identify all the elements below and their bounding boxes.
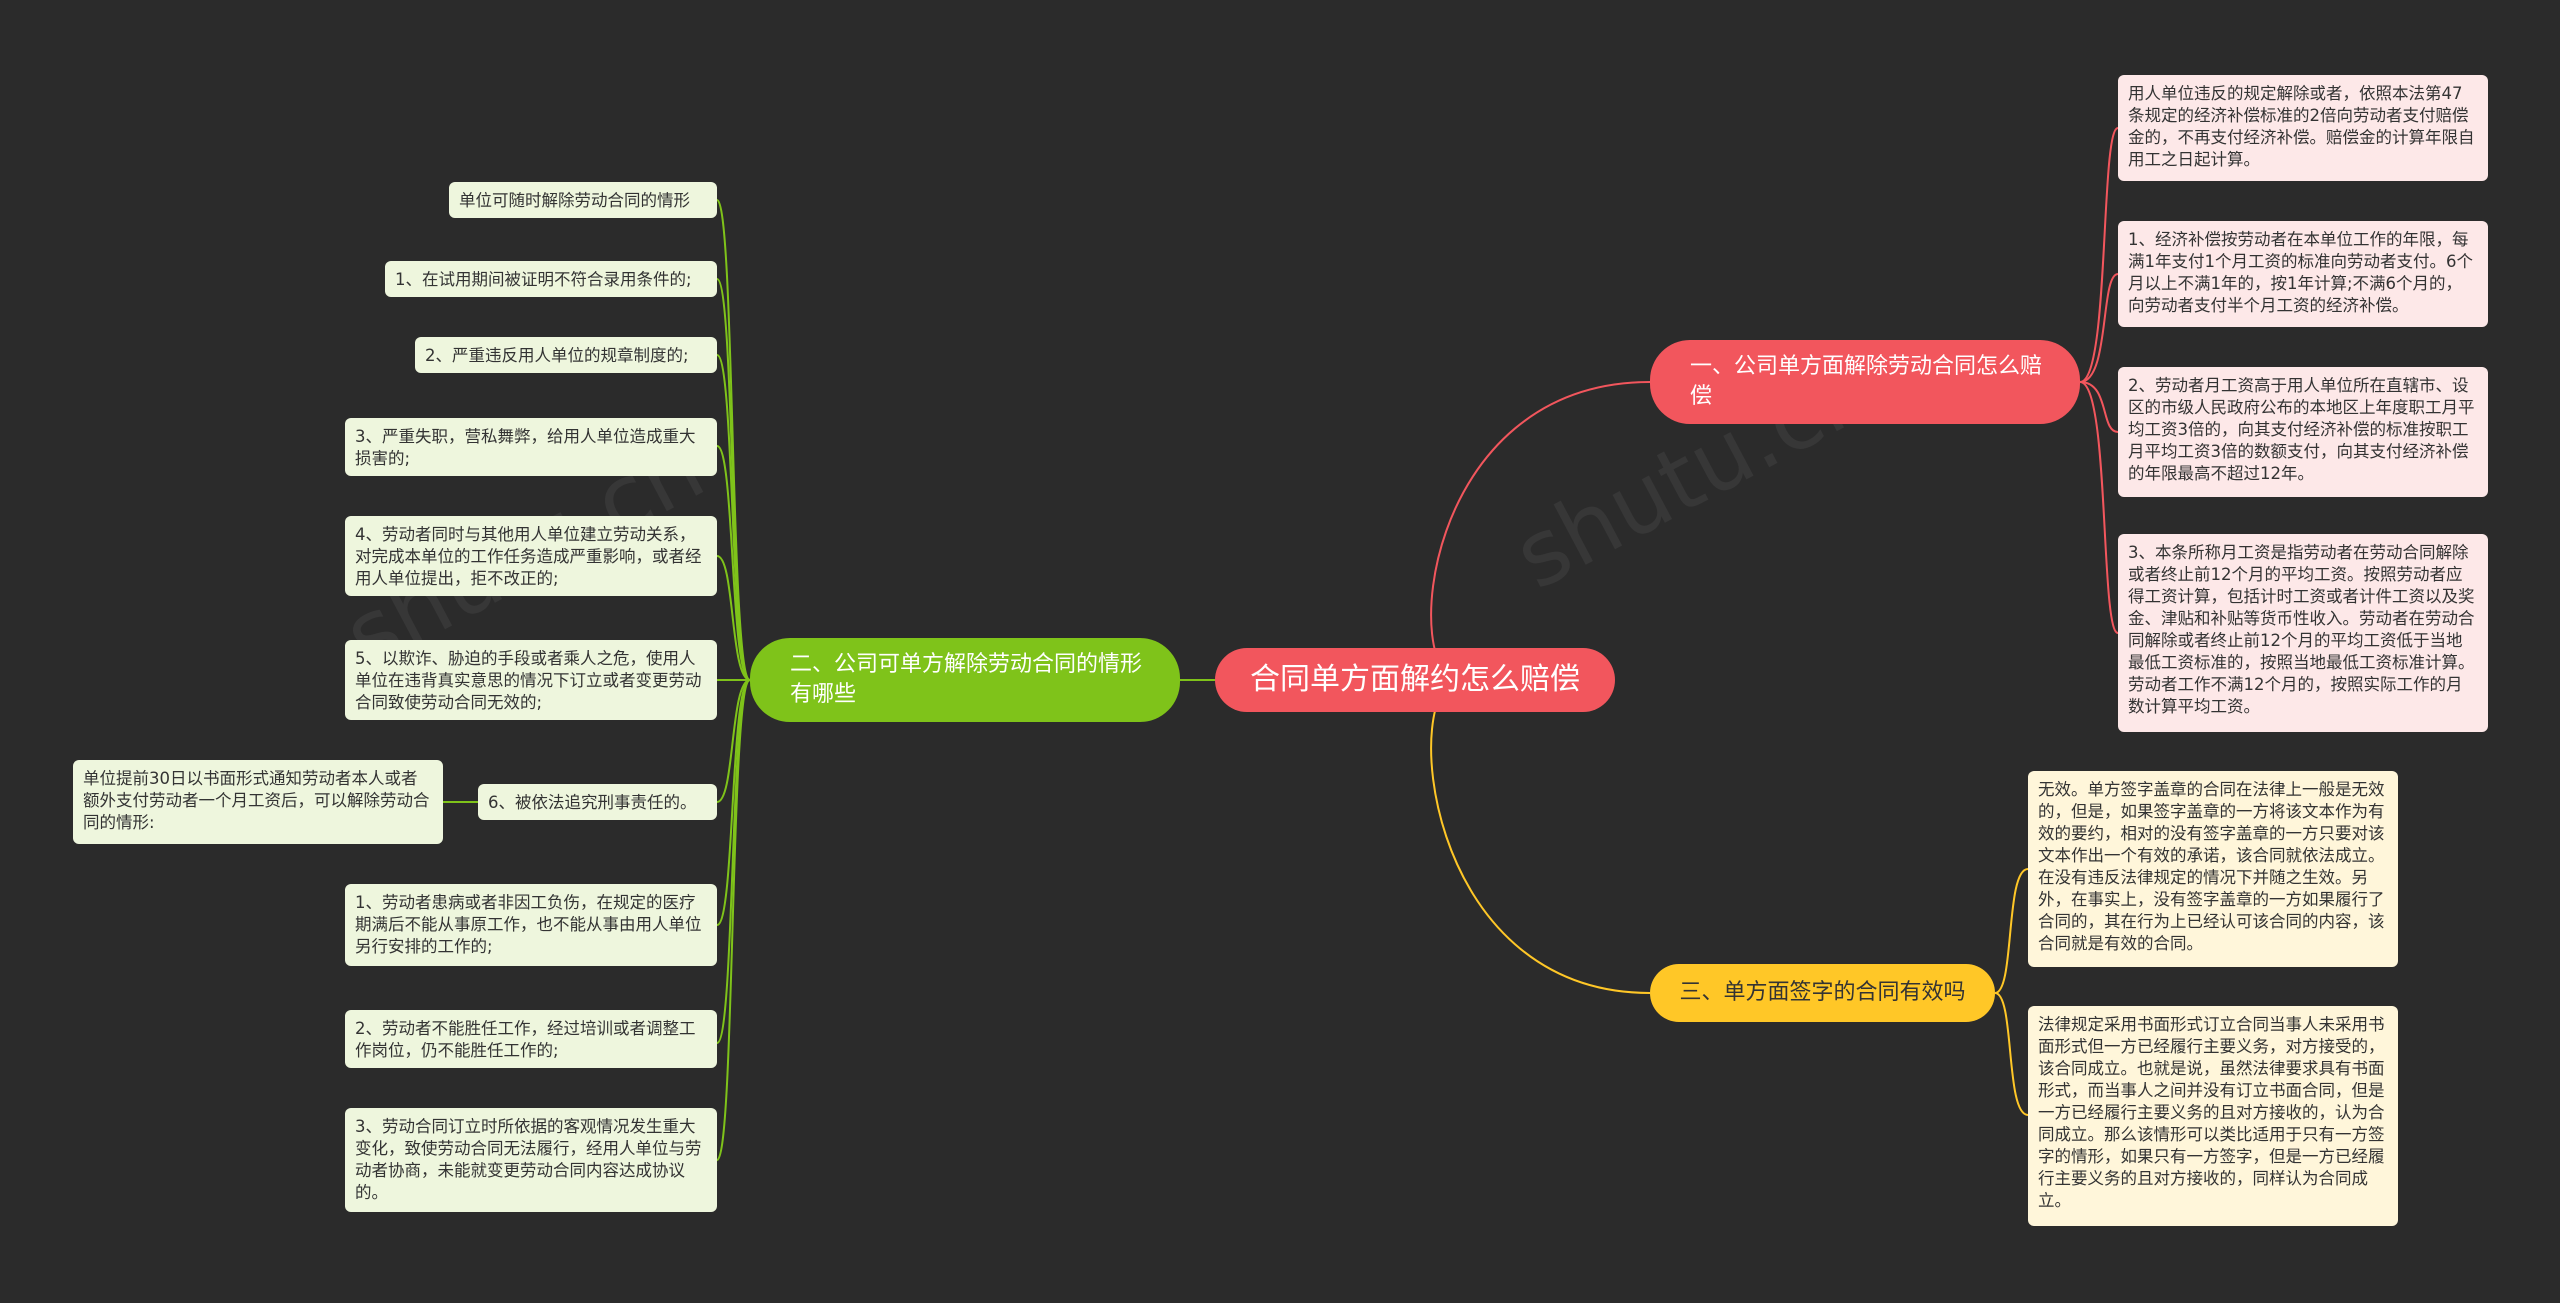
termination-item[interactable]: 3、劳动合同订立时所依据的客观情况发生重大变化，致使劳动合同无法履行，经用人单位… bbox=[345, 1108, 717, 1212]
termination-item[interactable]: 2、严重违反用人单位的规章制度的; bbox=[415, 337, 717, 373]
compensation-item[interactable]: 1、经济补偿按劳动者在本单位工作的年限，每满1年支付1个月工资的标准向劳动者支付… bbox=[2118, 221, 2488, 327]
compensation-item[interactable]: 用人单位违反的规定解除或者，依照本法第47条规定的经济补偿标准的2倍向劳动者支付… bbox=[2118, 75, 2488, 181]
signature-item[interactable]: 无效。单方签字盖章的合同在法律上一般是无效的，但是，如果签字盖章的一方将该文本作… bbox=[2028, 771, 2398, 967]
root-topic[interactable]: 合同单方面解约怎么赔偿 bbox=[1215, 648, 1615, 712]
termination-item[interactable]: 单位可随时解除劳动合同的情形 bbox=[449, 182, 717, 218]
termination-item[interactable]: 3、严重失职，营私舞弊，给用人单位造成重大损害的; bbox=[345, 418, 717, 476]
termination-sub-item[interactable]: 单位提前30日以书面形式通知劳动者本人或者额外支付劳动者一个月工资后，可以解除劳… bbox=[73, 760, 443, 844]
branch-compensation[interactable]: 一、公司单方面解除劳动合同怎么赔偿 bbox=[1650, 340, 2080, 424]
termination-item[interactable]: 6、被依法追究刑事责任的。 bbox=[478, 784, 717, 820]
branch-termination-cases[interactable]: 二、公司可单方解除劳动合同的情形有哪些 bbox=[750, 638, 1180, 722]
termination-item[interactable]: 1、劳动者患病或者非因工负伤，在规定的医疗期满后不能从事原工作，也不能从事由用人… bbox=[345, 884, 717, 966]
termination-item[interactable]: 4、劳动者同时与其他用人单位建立劳动关系，对完成本单位的工作任务造成严重影响，或… bbox=[345, 516, 717, 596]
compensation-item[interactable]: 2、劳动者月工资高于用人单位所在直辖市、设区的市级人民政府公布的本地区上年度职工… bbox=[2118, 367, 2488, 497]
termination-item[interactable]: 1、在试用期间被证明不符合录用条件的; bbox=[385, 261, 717, 297]
signature-item[interactable]: 法律规定采用书面形式订立合同当事人未采用书面形式但一方已经履行主要义务，对方接受… bbox=[2028, 1006, 2398, 1226]
termination-item[interactable]: 5、以欺诈、胁迫的手段或者乘人之危，使用人单位在违背真实意思的情况下订立或者变更… bbox=[345, 640, 717, 720]
termination-item[interactable]: 2、劳动者不能胜任工作，经过培训或者调整工作岗位，仍不能胜任工作的; bbox=[345, 1010, 717, 1068]
compensation-item[interactable]: 3、本条所称月工资是指劳动者在劳动合同解除或者终止前12个月的平均工资。按照劳动… bbox=[2118, 534, 2488, 732]
branch-signature-validity[interactable]: 三、单方面签字的合同有效吗 bbox=[1650, 964, 1995, 1022]
